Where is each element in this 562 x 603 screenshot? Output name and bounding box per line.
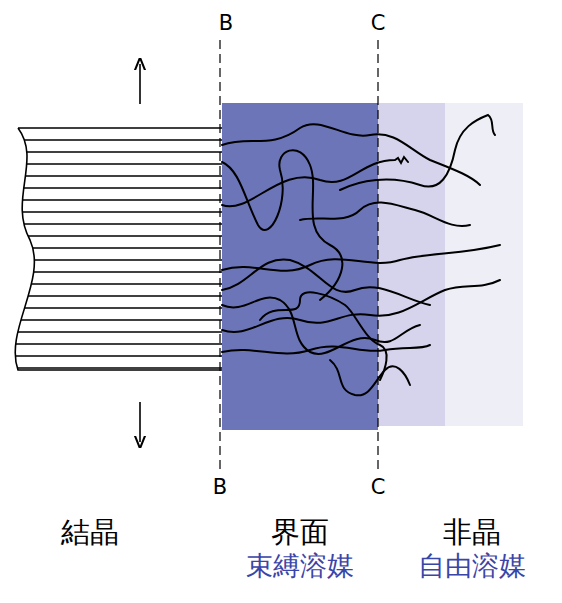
lamella-line [0,343,222,344]
lamella-line [0,211,222,212]
boundary-c [377,40,378,470]
lamella-line [0,283,222,284]
boundary-letter: B [213,476,227,499]
polymer-chains [222,115,500,395]
arrow-up [139,64,141,104]
lamella-line [0,151,222,152]
region-name: 界面 [271,517,329,549]
lamella-line [0,223,222,224]
arrow-down [139,402,141,442]
lamella-line [0,259,222,260]
solvent-label: 自由溶媒 [418,551,526,581]
boundary-letter: B [219,12,233,35]
lamella-line [0,367,222,368]
lamella-line [0,187,222,188]
lamella-line [0,139,222,140]
crystal-outline [15,128,222,370]
lamella-line [0,163,222,164]
free-solvent-band [445,103,523,426]
boundary-letter: C [371,476,386,499]
solvent-label: 束縛溶媒 [246,551,354,581]
lamella-line [0,199,222,200]
lamella-line [0,175,222,176]
region-name: 非晶 [443,517,501,549]
lamella-line [0,235,222,236]
lamella-line [0,355,222,356]
lamella-line [0,331,222,332]
lamella-line [0,307,222,308]
amorphous-band [378,103,445,426]
region-name: 結晶 [61,517,119,549]
lamella-line [0,295,222,296]
lamella-line [0,319,222,320]
boundary-letter: C [371,12,386,35]
boundary-b [219,40,220,470]
